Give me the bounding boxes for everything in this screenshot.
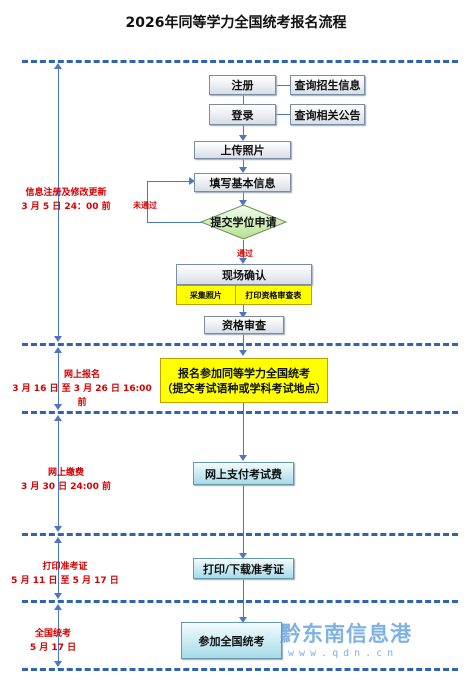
stage1-label: 信息注册及修改更新 3 月 5 日 24：00 前	[18, 186, 114, 214]
watermark-url: www.qdn.cn	[288, 648, 399, 659]
watermark-logo: 黔东南信息港	[280, 621, 412, 646]
loop-line-bottom	[147, 222, 202, 223]
register-box: 注册	[209, 75, 276, 95]
timeline-arrow-down-icon	[54, 404, 62, 410]
stage3-label: 网上缴费 3 月 30 日 24:00 前	[18, 466, 114, 494]
loop-line-top	[147, 181, 190, 182]
separator-2	[22, 411, 458, 414]
flow-arrow-icon	[239, 200, 247, 206]
apply-exam-box: 报名参加同等学力全国统考 （提交考试语种或学科考试地点）	[160, 358, 328, 403]
submit-degree-decision: 提交学位申请	[200, 204, 287, 240]
apply-exam-line2: （提交考试语种或学科考试地点）	[161, 381, 327, 395]
query-enrollment-box: 查询招生信息	[290, 75, 365, 95]
flow-arrow-icon	[239, 553, 247, 559]
print-admission-box: 打印/下载准考证	[193, 558, 294, 579]
stage3-date: 3 月 30 日 24:00 前	[20, 482, 112, 492]
stage5-date: 5 月 17 日	[29, 643, 77, 653]
timeline-line-5	[58, 609, 59, 661]
flow-arrow-icon	[239, 135, 247, 141]
attend-exam-box: 参加全国统考	[181, 622, 282, 659]
connector-login-query	[276, 114, 290, 115]
onsite-sub-row: 采集照片 打印资格审查表	[176, 285, 312, 305]
timeline-arrow-down-icon	[54, 661, 62, 667]
loop-arrow-icon	[189, 177, 195, 185]
flow-line	[243, 334, 244, 354]
flow-line	[243, 192, 244, 204]
onsite-confirm-box: 现场确认	[176, 264, 312, 285]
stage4-title: 打印准考证	[42, 562, 88, 572]
flow-arrow-icon	[239, 617, 247, 623]
query-notices-box: 查询相关公告	[290, 104, 365, 125]
timeline-arrow-down-icon	[54, 336, 62, 342]
timeline-arrow-down-icon	[54, 526, 62, 532]
passed-label: 通过	[237, 249, 253, 258]
flow-arrow-icon	[239, 455, 247, 461]
stage4-label: 打印准考证 5 月 11 日 至 5 月 17 日	[10, 560, 120, 588]
timeline-arrow-up-icon	[54, 347, 62, 353]
flow-line	[243, 159, 244, 171]
apply-exam-line1: 报名参加同等学力全国统考	[178, 366, 310, 380]
submit-degree-label: 提交学位申请	[210, 216, 277, 229]
timeline-arrow-down-icon	[54, 593, 62, 599]
flow-arrow-icon	[239, 258, 247, 264]
timeline-line-2	[58, 352, 59, 404]
separator-bottom	[22, 668, 458, 671]
collect-photo-cell: 采集照片	[177, 286, 236, 304]
diamond-shape	[200, 204, 287, 240]
timeline-arrow-up-icon	[54, 537, 62, 543]
timeline-line-4	[58, 542, 59, 593]
stage1-title: 信息注册及修改更新	[25, 188, 107, 198]
flow-arrow-icon	[239, 167, 247, 173]
stage1-date: 3 月 5 日 24：00 前	[21, 202, 111, 212]
page-title: 2026年同等学力全国统考报名流程	[125, 15, 347, 31]
stage5-title: 全国统考	[34, 629, 71, 639]
fill-info-box: 填写基本信息	[194, 173, 291, 192]
flow-line	[243, 579, 244, 621]
loop-line-left	[147, 181, 148, 223]
online-payment-box: 网上支付考试费	[193, 462, 294, 485]
flow-line	[243, 305, 244, 316]
flow-arrow-icon	[239, 350, 247, 356]
separator-4	[22, 600, 458, 603]
timeline-arrow-up-icon	[54, 63, 62, 69]
separator-3	[22, 533, 458, 536]
print-form-cell: 打印资格审查表	[245, 290, 302, 300]
timeline-line-1	[58, 68, 59, 336]
stage2-label: 网上报名 3 月 16 日 至 3 月 26 日 16:00 前	[12, 368, 152, 410]
flow-line	[243, 240, 244, 262]
stage2-title: 网上报名	[63, 370, 100, 380]
flow-line	[243, 125, 244, 139]
flow-arrow-icon	[239, 312, 247, 318]
timeline-arrow-up-icon	[54, 415, 62, 421]
timeline-arrow-up-icon	[54, 604, 62, 610]
separator-top	[22, 60, 458, 63]
connector-register-query	[276, 85, 290, 86]
separator-1	[22, 343, 458, 346]
stage3-title: 网上缴费	[47, 468, 84, 478]
upload-photo-box: 上传照片	[194, 141, 291, 159]
qualification-review-box: 资格审查	[204, 316, 284, 334]
flow-line	[243, 403, 244, 459]
flow-line	[243, 485, 244, 557]
login-box: 登录	[209, 104, 276, 125]
timeline-line-3	[58, 420, 59, 526]
rejected-label: 未通过	[133, 201, 157, 210]
flow-line	[243, 93, 244, 104]
stage2-date: 3 月 16 日 至 3 月 26 日 16:00 前	[12, 384, 152, 408]
stage5-label: 全国统考 5 月 17 日	[18, 627, 88, 655]
stage4-date: 5 月 11 日 至 5 月 17 日	[11, 576, 119, 586]
